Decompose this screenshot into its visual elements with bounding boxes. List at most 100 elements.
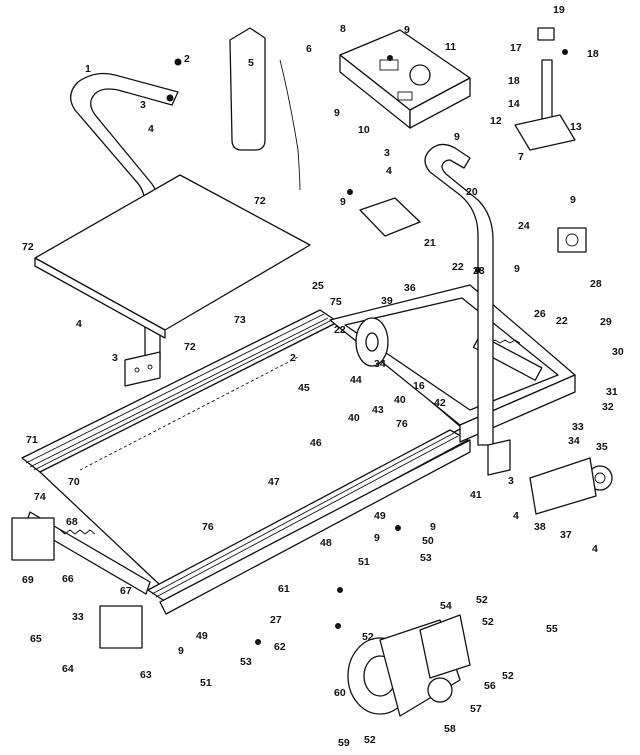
- callout-49: 49: [374, 510, 386, 522]
- callout-56: 56: [484, 680, 496, 692]
- callout-22: 22: [556, 315, 568, 327]
- callout-73: 73: [234, 314, 246, 326]
- callout-1: 1: [85, 63, 91, 75]
- incline-post: [514, 27, 576, 151]
- callout-40: 40: [394, 394, 406, 406]
- callout-18: 18: [587, 48, 599, 60]
- callout-26: 26: [534, 308, 546, 320]
- callout-9: 9: [334, 107, 340, 119]
- callout-62: 62: [274, 641, 286, 653]
- callout-47: 47: [268, 476, 280, 488]
- safety-key-tether: [229, 27, 301, 191]
- callout-13: 13: [570, 121, 582, 133]
- callout-44: 44: [350, 374, 362, 386]
- callout-71: 71: [26, 434, 38, 446]
- callout-9: 9: [178, 645, 184, 657]
- console-housing: [339, 29, 471, 129]
- callout-18: 18: [508, 75, 520, 87]
- callout-23: 23: [473, 265, 485, 277]
- electronics-board: [359, 197, 421, 237]
- callout-36: 36: [404, 282, 416, 294]
- callout-22: 22: [334, 324, 346, 336]
- tray-panel: [34, 174, 311, 339]
- callout-9: 9: [340, 196, 346, 208]
- callout-72: 72: [22, 241, 34, 253]
- callout-9: 9: [374, 532, 380, 544]
- callout-58: 58: [444, 723, 456, 735]
- callout-76: 76: [396, 418, 408, 430]
- callout-4: 4: [76, 318, 82, 330]
- callout-67: 67: [120, 585, 132, 597]
- callout-52: 52: [482, 616, 494, 628]
- callout-3: 3: [384, 147, 390, 159]
- fasteners: [166, 49, 568, 645]
- callout-17: 17: [510, 42, 522, 54]
- callout-22: 22: [452, 261, 464, 273]
- callout-66: 66: [62, 573, 74, 585]
- callout-49: 49: [196, 630, 208, 642]
- callout-53: 53: [240, 656, 252, 668]
- callout-9: 9: [454, 131, 460, 143]
- callout-57: 57: [470, 703, 482, 715]
- upright-bracket-left: [124, 351, 161, 387]
- callout-50: 50: [422, 535, 434, 547]
- callout-72: 72: [254, 195, 266, 207]
- callout-34: 34: [568, 435, 580, 447]
- motor-mount-plate: [419, 614, 471, 679]
- callout-64: 64: [62, 663, 74, 675]
- callout-5: 5: [248, 57, 254, 69]
- callout-33: 33: [572, 421, 584, 433]
- rear-foot: [529, 457, 597, 515]
- callout-46: 46: [310, 437, 322, 449]
- callout-37: 37: [560, 529, 572, 541]
- callout-70: 70: [68, 476, 80, 488]
- callout-33: 33: [72, 611, 84, 623]
- callout-42: 42: [434, 397, 446, 409]
- end-cap-left: [11, 517, 55, 561]
- callout-9: 9: [514, 263, 520, 275]
- callout-54: 54: [440, 600, 452, 612]
- callout-9: 9: [570, 194, 576, 206]
- callout-68: 68: [66, 516, 78, 528]
- callout-8: 8: [340, 23, 346, 35]
- callout-11: 11: [445, 41, 456, 53]
- callout-39: 39: [381, 295, 393, 307]
- callout-20: 20: [466, 186, 478, 198]
- callout-2: 2: [184, 53, 190, 65]
- callout-65: 65: [30, 633, 42, 645]
- callout-41: 41: [470, 489, 482, 501]
- callout-9: 9: [430, 521, 436, 533]
- callout-38: 38: [534, 521, 546, 533]
- callout-75: 75: [330, 296, 342, 308]
- callout-4: 4: [386, 165, 392, 177]
- callout-34: 34: [374, 358, 386, 370]
- callout-52: 52: [476, 594, 488, 606]
- callout-4: 4: [513, 510, 519, 522]
- callout-35: 35: [596, 441, 608, 453]
- front-roller-pulley: [355, 317, 389, 367]
- callout-3: 3: [112, 352, 118, 364]
- callout-63: 63: [140, 669, 152, 681]
- callout-30: 30: [612, 346, 624, 358]
- callout-14: 14: [508, 98, 520, 110]
- callout-61: 61: [278, 583, 290, 595]
- callout-76: 76: [202, 521, 214, 533]
- callout-52: 52: [364, 734, 376, 746]
- callout-59: 59: [338, 737, 350, 749]
- end-cap-right: [99, 605, 143, 649]
- callout-24: 24: [518, 220, 530, 232]
- callout-16: 16: [413, 380, 425, 392]
- callout-69: 69: [22, 574, 34, 586]
- callout-28: 28: [590, 278, 602, 290]
- callout-9: 9: [404, 24, 410, 36]
- part-callouts: 1 2 3 4 5 6 8 9 11 9 10 9 3 4 19 17 18 1…: [22, 4, 624, 749]
- drive-motor: [347, 619, 461, 717]
- transformer: [557, 227, 587, 253]
- callout-7: 7: [518, 151, 524, 163]
- callout-52: 52: [502, 670, 514, 682]
- side-rail-right: [147, 429, 471, 615]
- callout-52: 52: [362, 631, 374, 643]
- callout-25: 25: [312, 280, 324, 292]
